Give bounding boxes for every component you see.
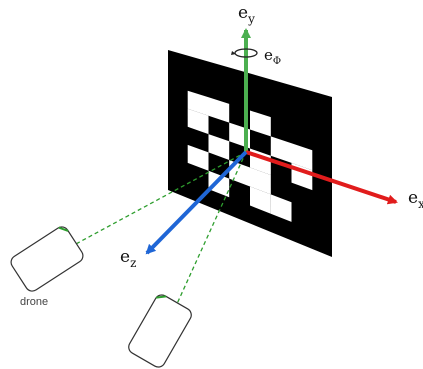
marker-cell [250,186,271,214]
marker-cell [291,143,313,171]
marker-cell [187,90,209,116]
sightline-drone-2 [175,151,247,307]
drone-1-icon [10,226,84,292]
sightline-drone-1 [73,151,247,246]
rotation-arrow-icon [231,51,236,55]
axis-z-label: ez [120,247,136,270]
marker-cell [187,108,209,135]
drone-label: drone [20,296,48,308]
marker-cell [250,110,271,137]
marker-cell [270,136,292,163]
marker-cell [270,194,292,222]
axis-phi-label: eΦ [264,46,281,67]
axis-y-label: ey [238,3,255,26]
rotation-phi-icon [234,48,258,58]
marker-cell [187,144,209,171]
marker-cell [208,97,230,123]
marker-cell [208,170,230,198]
marker-cell [250,167,271,195]
marker-cell [208,134,230,160]
marker-cells [187,90,313,222]
drone-2-icon [128,294,192,368]
axis-z-arrow [145,150,248,255]
axis-x-arrow [245,150,398,205]
axis-x-label: ex [408,188,423,211]
